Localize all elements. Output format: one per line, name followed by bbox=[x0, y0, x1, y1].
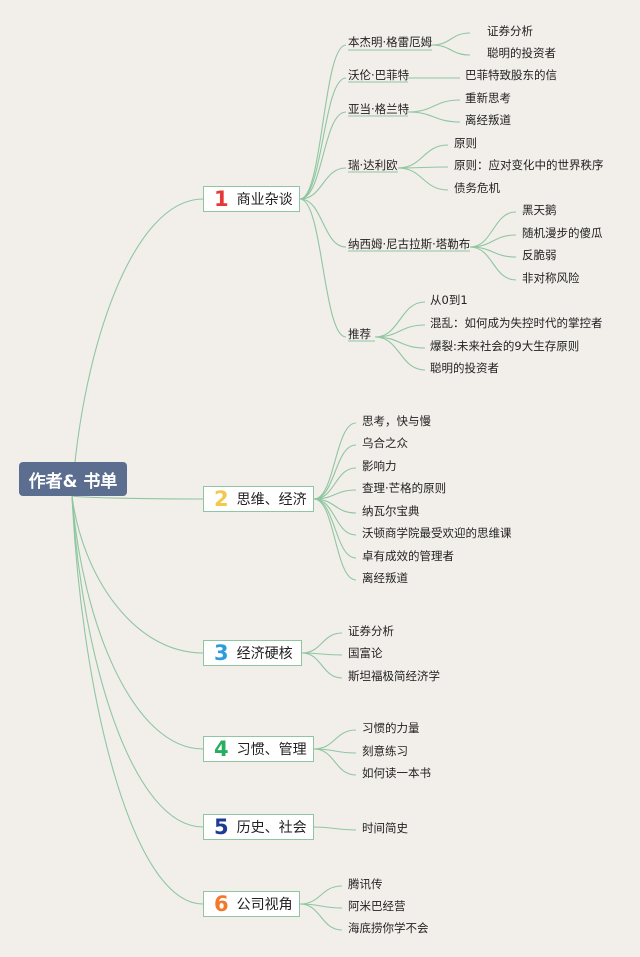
connector-line bbox=[299, 198, 347, 248]
category-node-6[interactable]: 6 公司视角 bbox=[203, 891, 300, 917]
connector-line bbox=[431, 32, 471, 46]
author-node[interactable]: 本杰明·格雷厄姆 bbox=[348, 35, 433, 49]
connector-line bbox=[299, 903, 343, 931]
book-node[interactable]: 聪明的投资者 bbox=[487, 46, 556, 60]
connector-line bbox=[469, 246, 517, 281]
author-node[interactable]: 推荐 bbox=[348, 327, 371, 341]
category-node-5[interactable]: 5 历史、社会 bbox=[203, 814, 314, 840]
book-node[interactable]: 思考，快与慢 bbox=[362, 414, 431, 428]
book-node[interactable]: 随机漫步的傻瓜 bbox=[522, 226, 603, 240]
book-node[interactable]: 从0到1 bbox=[430, 293, 468, 307]
connector-line bbox=[431, 44, 471, 56]
book-node[interactable]: 混乱：如何成为失控时代的掌控者 bbox=[430, 316, 603, 330]
connector-line bbox=[71, 495, 204, 905]
connector-line bbox=[313, 498, 357, 559]
category-number: 5 bbox=[214, 814, 229, 839]
connector-line bbox=[313, 826, 357, 831]
book-node[interactable]: 腾讯传 bbox=[348, 877, 383, 891]
book-node[interactable]: 时间简史 bbox=[362, 821, 408, 835]
book-node[interactable]: 习惯的力量 bbox=[362, 721, 420, 735]
connector-line bbox=[299, 77, 347, 200]
author-node[interactable]: 亚当·格兰特 bbox=[348, 102, 410, 116]
category-label: 公司视角 bbox=[236, 897, 293, 913]
book-node[interactable]: 反脆弱 bbox=[522, 248, 557, 262]
book-node[interactable]: 阿米巴经营 bbox=[348, 899, 406, 913]
category-number: 4 bbox=[214, 736, 229, 761]
category-number: 2 bbox=[214, 486, 229, 511]
connector-line bbox=[374, 336, 426, 371]
connector-line bbox=[407, 111, 461, 123]
connector-line bbox=[374, 301, 426, 338]
category-number: 3 bbox=[214, 640, 229, 665]
connector-line bbox=[71, 495, 204, 750]
book-node[interactable]: 离经叛道 bbox=[465, 113, 511, 127]
book-node[interactable]: 原则：应对变化中的世界秩序 bbox=[454, 158, 604, 172]
connector-line bbox=[469, 211, 517, 248]
author-node[interactable]: 沃伦·巴菲特 bbox=[348, 68, 410, 82]
book-node[interactable]: 债务危机 bbox=[454, 181, 500, 195]
book-node[interactable]: 斯坦福极简经济学 bbox=[348, 669, 440, 683]
connector-line bbox=[397, 144, 449, 169]
book-node[interactable]: 刻意练习 bbox=[362, 744, 408, 758]
book-node[interactable]: 海底捞你学不会 bbox=[348, 921, 429, 935]
book-node[interactable]: 卓有成效的管理者 bbox=[362, 549, 454, 563]
category-number: 6 bbox=[214, 891, 229, 916]
category-label: 经济硬核 bbox=[236, 646, 293, 662]
book-node[interactable]: 爆裂:未来社会的9大生存原则 bbox=[430, 339, 580, 353]
connector-line bbox=[71, 495, 204, 500]
connector-line bbox=[313, 444, 357, 500]
book-node[interactable]: 乌合之众 bbox=[362, 436, 408, 450]
book-node[interactable]: 黑天鹅 bbox=[522, 203, 557, 217]
book-node[interactable]: 证券分析 bbox=[348, 624, 394, 638]
connector-line bbox=[313, 748, 357, 776]
book-node[interactable]: 国富论 bbox=[348, 646, 383, 660]
connector-line bbox=[299, 44, 347, 200]
connector-line bbox=[313, 498, 357, 581]
author-node[interactable]: 瑞·达利欧 bbox=[348, 158, 398, 172]
book-node[interactable]: 如何读一本书 bbox=[362, 766, 431, 780]
connector-line bbox=[313, 729, 357, 750]
book-node[interactable]: 查理·芒格的原则 bbox=[362, 481, 447, 495]
category-node-1[interactable]: 1 商业杂谈 bbox=[203, 186, 300, 212]
connector-line bbox=[407, 99, 461, 113]
book-node[interactable]: 沃顿商学院最受欢迎的思维课 bbox=[362, 526, 512, 540]
category-node-4[interactable]: 4 习惯、管理 bbox=[203, 736, 314, 762]
book-node[interactable]: 巴菲特致股东的信 bbox=[465, 68, 557, 82]
book-node[interactable]: 纳瓦尔宝典 bbox=[362, 504, 420, 518]
connector-line bbox=[299, 885, 343, 905]
book-node[interactable]: 聪明的投资者 bbox=[430, 361, 499, 375]
connector-line bbox=[301, 632, 343, 654]
connector-line bbox=[313, 422, 357, 500]
book-node[interactable]: 证券分析 bbox=[487, 24, 533, 38]
category-number: 1 bbox=[214, 186, 229, 211]
connector-line bbox=[71, 198, 204, 497]
connector-line bbox=[71, 495, 204, 654]
connector-line bbox=[301, 652, 343, 679]
book-node[interactable]: 重新思考 bbox=[465, 91, 511, 105]
root-node[interactable]: 作者& 书单 bbox=[19, 462, 127, 496]
connector-line bbox=[71, 495, 204, 828]
connector-line bbox=[313, 467, 357, 500]
connector-line bbox=[299, 198, 347, 338]
connector-line bbox=[299, 111, 347, 200]
book-node[interactable]: 非对称风险 bbox=[522, 271, 580, 285]
connector-line bbox=[397, 167, 449, 191]
category-label: 商业杂谈 bbox=[236, 192, 293, 208]
book-node[interactable]: 离经叛道 bbox=[362, 571, 408, 585]
category-node-3[interactable]: 3 经济硬核 bbox=[203, 640, 302, 666]
category-node-2[interactable]: 2 思维、经济 bbox=[203, 486, 314, 512]
connector-line bbox=[469, 234, 517, 248]
category-label: 历史、社会 bbox=[236, 820, 307, 836]
book-node[interactable]: 原则 bbox=[454, 136, 477, 150]
category-label: 思维、经济 bbox=[236, 492, 307, 508]
connector-line bbox=[299, 167, 347, 200]
author-node[interactable]: 纳西姆·尼古拉斯·塔勒布 bbox=[348, 237, 471, 251]
book-node[interactable]: 影响力 bbox=[362, 459, 397, 473]
category-label: 习惯、管理 bbox=[236, 742, 307, 758]
